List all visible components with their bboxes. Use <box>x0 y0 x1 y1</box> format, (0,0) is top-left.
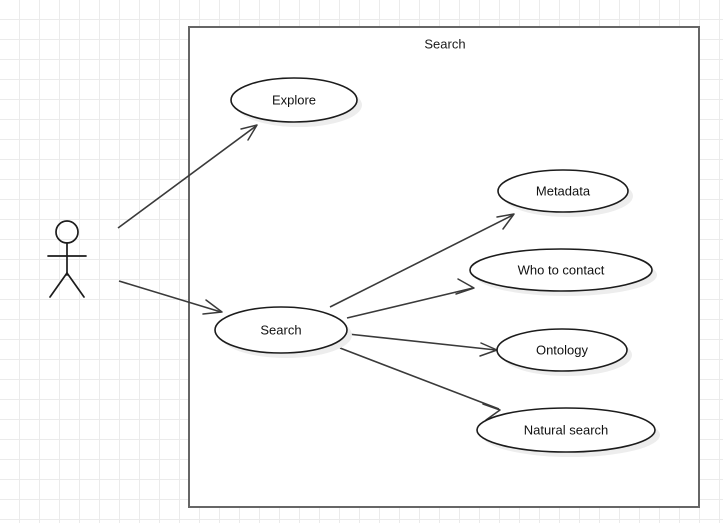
actor-head-icon <box>55 220 79 244</box>
use-case-label: Metadata <box>536 183 591 198</box>
association-line <box>346 287 474 319</box>
use-case-who-to-contact[interactable]: Who to contact <box>469 248 657 296</box>
association-line <box>329 214 514 308</box>
use-case-label: Who to contact <box>518 262 605 277</box>
use-case-ellipse <box>496 328 628 372</box>
use-case-explore[interactable]: Explore <box>230 77 362 127</box>
use-case-label: Natural search <box>524 422 609 437</box>
arrowhead-icon <box>202 299 223 315</box>
actor-right-leg-line <box>66 272 85 298</box>
arrowhead-icon <box>240 124 258 141</box>
use-case-search[interactable]: Search <box>214 306 352 358</box>
association-actor-to-explore[interactable] <box>117 124 258 229</box>
use-case-ellipse <box>214 306 348 354</box>
use-case-ellipse <box>469 248 653 292</box>
system-boundary-title: Search <box>424 36 465 51</box>
use-case-label: Search <box>260 322 301 337</box>
use-case-label: Ontology <box>536 342 589 357</box>
use-case-metadata[interactable]: Metadata <box>497 169 633 217</box>
use-case-natural-search[interactable]: Natural search <box>476 407 660 457</box>
use-case-ontology[interactable]: Ontology <box>496 328 632 376</box>
association-search-to-natural-search[interactable] <box>339 347 501 421</box>
use-case-ellipse <box>497 169 629 213</box>
association-line <box>347 333 497 351</box>
use-case-ellipse <box>476 407 656 453</box>
user-actor[interactable] <box>47 220 87 298</box>
association-line <box>117 125 257 229</box>
use-case-label: Explore <box>272 92 316 107</box>
arrowhead-icon <box>455 278 475 295</box>
use-case-ellipse <box>230 77 358 123</box>
association-search-to-who-to-contact[interactable] <box>346 278 475 319</box>
association-line <box>118 280 222 313</box>
arrowhead-icon <box>496 213 515 230</box>
arrowhead-icon <box>482 403 501 421</box>
association-search-to-metadata[interactable] <box>329 213 515 308</box>
association-line <box>339 347 500 410</box>
association-actor-to-search[interactable] <box>118 280 223 315</box>
actor-left-leg-line <box>49 272 68 298</box>
